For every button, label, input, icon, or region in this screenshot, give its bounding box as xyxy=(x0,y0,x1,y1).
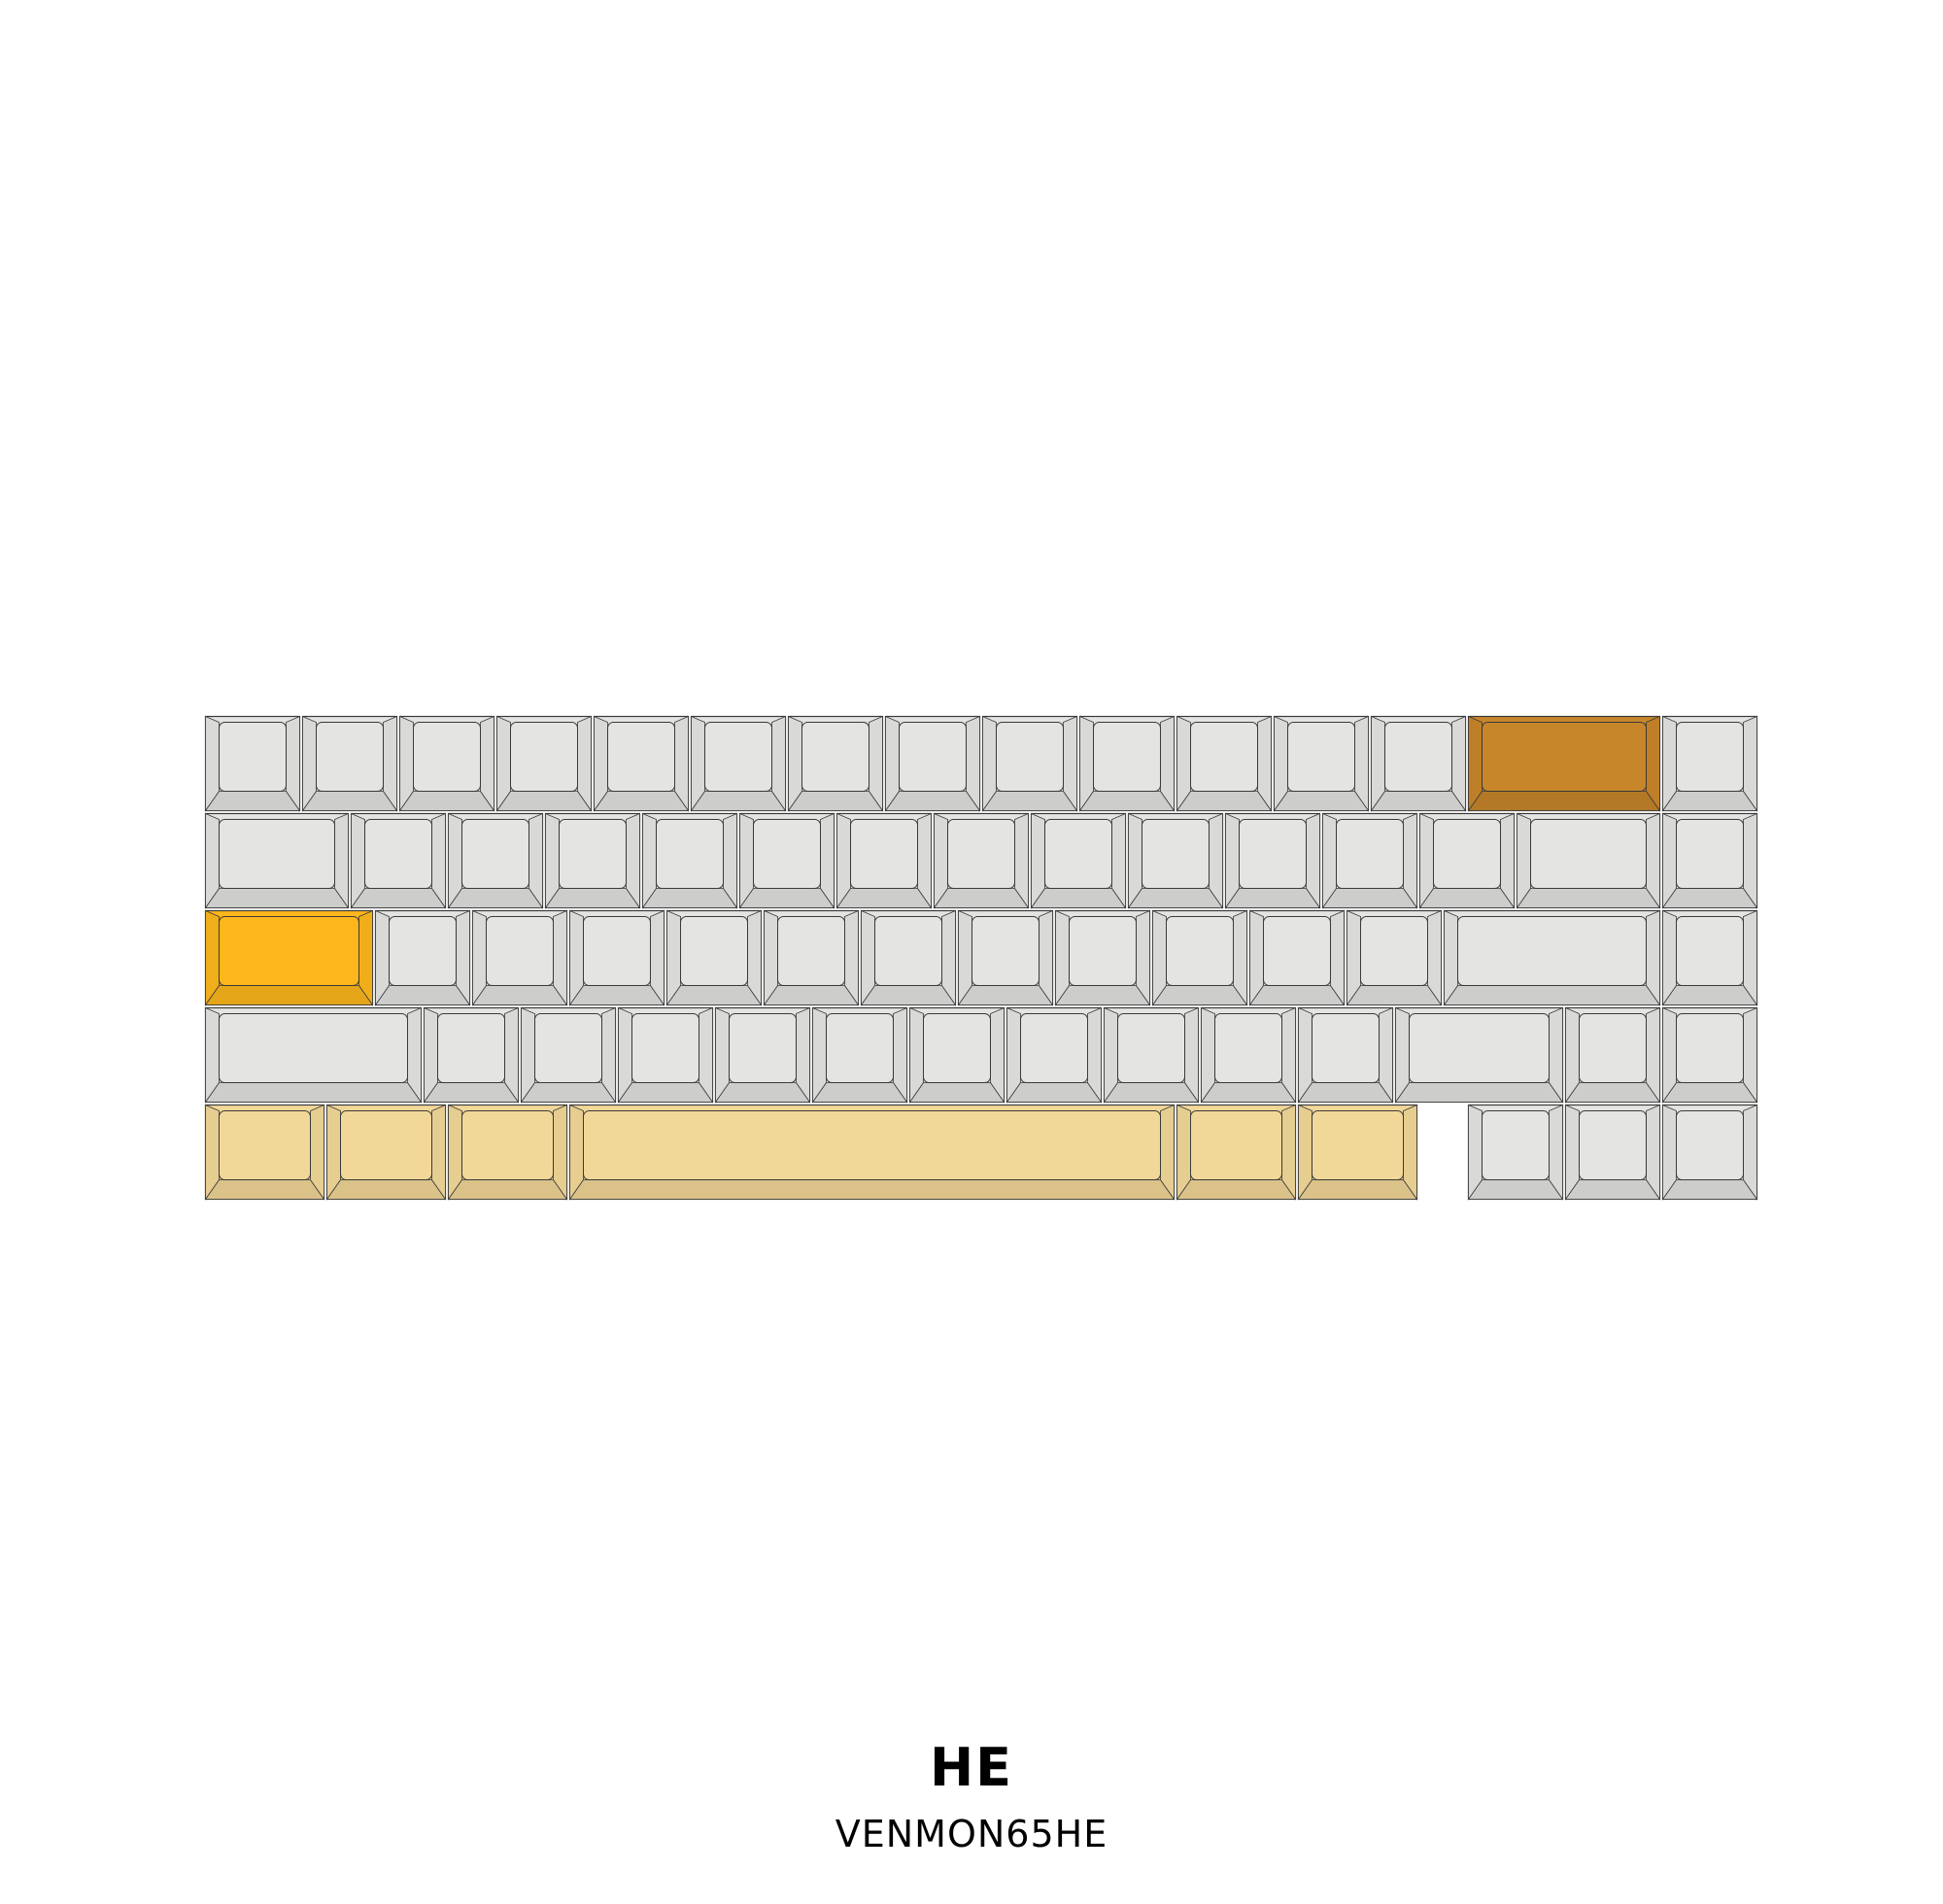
keycap xyxy=(520,1006,617,1104)
keycap xyxy=(714,1006,811,1104)
keycap xyxy=(981,715,1078,812)
keycap xyxy=(1346,909,1443,1006)
keycap xyxy=(1370,715,1467,812)
keycap xyxy=(1661,1006,1758,1104)
keycap xyxy=(423,1006,520,1104)
keycap xyxy=(1661,1104,1758,1201)
keycap xyxy=(1176,715,1273,812)
keycap xyxy=(1661,909,1758,1006)
keycap xyxy=(593,715,690,812)
keycap xyxy=(908,1006,1006,1104)
keycap xyxy=(1297,1104,1418,1201)
keycap xyxy=(787,715,884,812)
keycap xyxy=(1030,812,1127,909)
keycap xyxy=(1200,1006,1297,1104)
keycap xyxy=(1054,909,1151,1006)
keycap xyxy=(690,715,787,812)
keycap xyxy=(301,715,398,812)
keycap xyxy=(1297,1006,1394,1104)
keycap xyxy=(617,1006,714,1104)
keycap xyxy=(1394,1006,1564,1104)
keycap xyxy=(835,812,933,909)
keycap xyxy=(568,1104,1176,1201)
keycap xyxy=(568,909,665,1006)
keycap xyxy=(1467,715,1661,812)
keycap xyxy=(204,909,374,1006)
keycap xyxy=(1273,715,1370,812)
keycap xyxy=(398,715,495,812)
keycap xyxy=(1151,909,1248,1006)
keycap xyxy=(763,909,860,1006)
keycap xyxy=(1516,812,1661,909)
keycap xyxy=(1078,715,1176,812)
keycap xyxy=(1248,909,1346,1006)
caption-subtitle: VENMON65HE xyxy=(835,1813,1108,1855)
keycap xyxy=(204,1104,325,1201)
keycap xyxy=(495,715,593,812)
keycap xyxy=(471,909,568,1006)
keycap xyxy=(325,1104,447,1201)
keycap xyxy=(1467,1104,1564,1201)
keycap xyxy=(1443,909,1661,1006)
keycap xyxy=(1564,1006,1661,1104)
keycap xyxy=(1564,1104,1661,1201)
keycap xyxy=(447,812,544,909)
keycap xyxy=(1321,812,1418,909)
keycap xyxy=(665,909,763,1006)
keycap xyxy=(811,1006,908,1104)
keycap xyxy=(1176,1104,1297,1201)
keycap xyxy=(447,1104,568,1201)
keycap xyxy=(374,909,471,1006)
keycap xyxy=(1224,812,1321,909)
keycap xyxy=(933,812,1030,909)
keycap xyxy=(860,909,957,1006)
keycap xyxy=(738,812,835,909)
keycap xyxy=(544,812,641,909)
keycap xyxy=(1103,1006,1200,1104)
keycap xyxy=(884,715,981,812)
keycap xyxy=(957,909,1054,1006)
keycap xyxy=(641,812,738,909)
keycap xyxy=(1127,812,1224,909)
keycap xyxy=(204,715,301,812)
keycap xyxy=(1661,715,1758,812)
caption-title: HE xyxy=(929,1737,1014,1798)
keycap xyxy=(204,812,350,909)
keycap xyxy=(350,812,447,909)
keycap xyxy=(1006,1006,1103,1104)
keycap xyxy=(1661,812,1758,909)
keycap xyxy=(204,1006,423,1104)
keycap xyxy=(1418,812,1516,909)
